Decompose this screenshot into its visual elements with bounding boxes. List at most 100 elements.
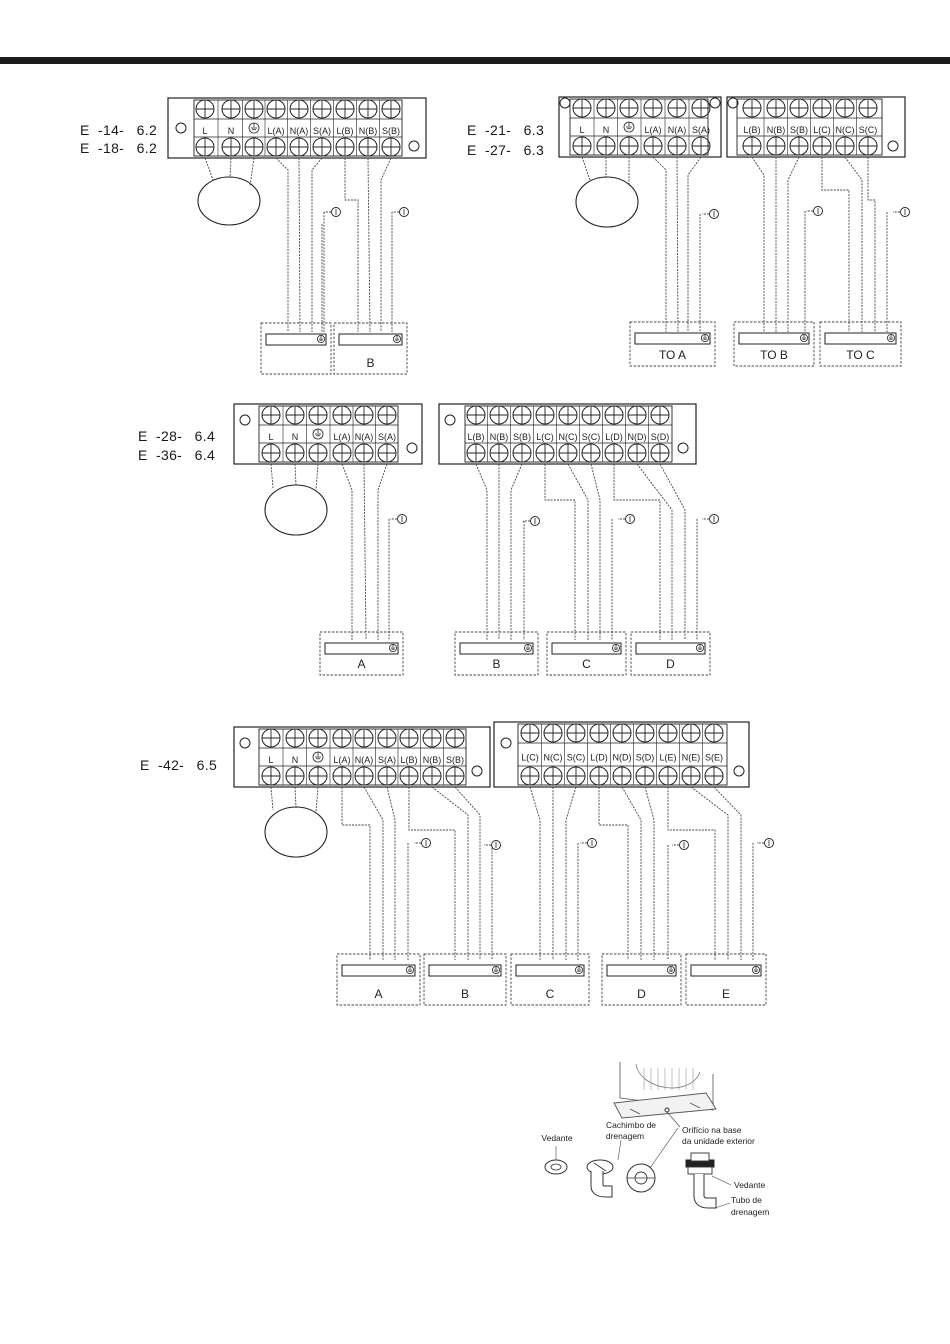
fan-guard <box>635 1063 701 1089</box>
ground-icon <box>248 122 260 134</box>
terminal-screw-icon <box>261 443 281 463</box>
ground-icon <box>312 751 324 763</box>
indoor-terminal <box>606 964 677 977</box>
wire <box>690 786 729 960</box>
gasket-inner <box>550 1163 562 1171</box>
terminal-screw-icon <box>619 136 639 156</box>
terminal-screw-icon <box>596 136 616 156</box>
drain-installation-figure <box>544 1062 732 1209</box>
terminal-label-l: L <box>268 432 273 442</box>
base-pan <box>613 1092 717 1119</box>
terminal-screw-icon <box>535 443 555 463</box>
terminal-label-le: L(E) <box>659 753 676 763</box>
terminal-screw-icon <box>399 766 419 786</box>
wire <box>380 157 392 332</box>
terminal-screw-icon <box>354 728 374 748</box>
wire <box>652 156 667 332</box>
wire <box>298 157 301 333</box>
terminal-label-l: L <box>202 126 207 136</box>
indoor-terminal <box>690 964 762 977</box>
terminal-screw-icon <box>335 99 355 119</box>
terminal-screw-icon <box>332 728 352 748</box>
model-label-e28: E -28- 6.4 <box>138 428 216 444</box>
terminal-screw-icon <box>285 443 305 463</box>
wire <box>311 157 323 332</box>
indoor-terminal <box>824 332 897 345</box>
terminal-label-sb: S(B) <box>446 755 464 765</box>
terminal-label-lb: L(B) <box>467 432 484 442</box>
indoor-unit-b1 <box>333 322 408 375</box>
ground-tag-icon <box>414 838 431 848</box>
ground-tag-icon <box>757 838 774 848</box>
wire <box>315 786 319 813</box>
indoor-unit-to-a <box>629 321 716 367</box>
terminal-screw-icon <box>704 766 724 786</box>
label-vedante-right: Vedante <box>734 1180 765 1190</box>
terminal-screw-icon <box>261 728 281 748</box>
header-bar <box>0 57 950 64</box>
terminal-strip-e21-left <box>558 96 722 158</box>
wire <box>315 463 319 491</box>
indoor-terminal <box>265 333 327 346</box>
wire <box>867 157 876 332</box>
indoor-terminal <box>324 642 399 655</box>
wire <box>565 786 577 960</box>
terminal-label-l: L <box>268 755 273 765</box>
terminal-label-nd: N(D) <box>613 753 632 763</box>
unit-label: TO C <box>846 348 875 362</box>
indoor-terminal <box>551 642 622 655</box>
indoor-unit-box <box>629 321 716 367</box>
terminal-screw-icon <box>244 99 264 119</box>
terminal-screw-icon <box>566 766 586 786</box>
wire <box>667 787 716 960</box>
indoor-unit-b3 <box>454 631 539 676</box>
terminal-screw-icon <box>535 405 555 425</box>
ground-icon <box>392 334 401 343</box>
model-label-e27: E -27- 6.3 <box>467 142 545 158</box>
terminal-label-nc: N(C) <box>836 125 855 135</box>
mounting-hole-icon <box>500 737 512 749</box>
unit-label: E <box>722 987 730 1001</box>
indoor-unit-e4 <box>685 953 767 1006</box>
wire <box>751 156 765 332</box>
terminal-label-n: N <box>228 126 235 136</box>
wire <box>386 786 396 960</box>
indoor-unit-a4 <box>336 953 421 1006</box>
indoor-terminal <box>515 964 585 977</box>
terminal-screw-icon <box>261 766 281 786</box>
terminal-label-ld: L(D) <box>605 432 623 442</box>
model-label-e21: E -21- 6.3 <box>467 122 545 138</box>
terminal-screw-icon <box>354 405 374 425</box>
terminal-screw-icon <box>627 443 647 463</box>
terminal-screw-icon <box>445 728 465 748</box>
unit-label: A <box>357 657 365 671</box>
terminal-screw-icon <box>572 98 592 118</box>
terminal-label-lc: L(C) <box>521 753 539 763</box>
terminal-label-ne: N(E) <box>682 753 701 763</box>
wire <box>275 157 289 332</box>
mounting-hole-icon <box>239 737 251 749</box>
indoor-unit-to-b <box>733 321 815 367</box>
mounting-hole-icon <box>709 97 721 109</box>
terminal-screw-icon <box>704 723 724 743</box>
indoor-unit-box <box>333 322 408 375</box>
terminal-label-la: L(A) <box>333 432 350 442</box>
terminal-screw-icon <box>195 137 215 157</box>
label-cachimbo-2: drenagem <box>606 1131 644 1141</box>
label-tubo-2: drenagem <box>731 1207 769 1217</box>
indoor-terminal <box>338 333 403 346</box>
terminal-screw-icon <box>354 766 374 786</box>
terminal-label-lc: L(C) <box>536 432 554 442</box>
ground-icon <box>405 966 414 975</box>
terminal-block <box>233 403 423 465</box>
wire <box>363 786 384 960</box>
terminal-screw-icon <box>332 405 352 425</box>
ground-icon <box>701 333 710 342</box>
terminal-block <box>438 403 697 465</box>
terminal-label-sa: S(A) <box>378 755 396 765</box>
terminal-screw-icon <box>377 728 397 748</box>
power-supply-ellipse <box>264 806 328 858</box>
terminal-screw-icon <box>566 723 586 743</box>
mounting-hole-icon <box>408 140 420 152</box>
terminal-screw-icon <box>261 405 281 425</box>
